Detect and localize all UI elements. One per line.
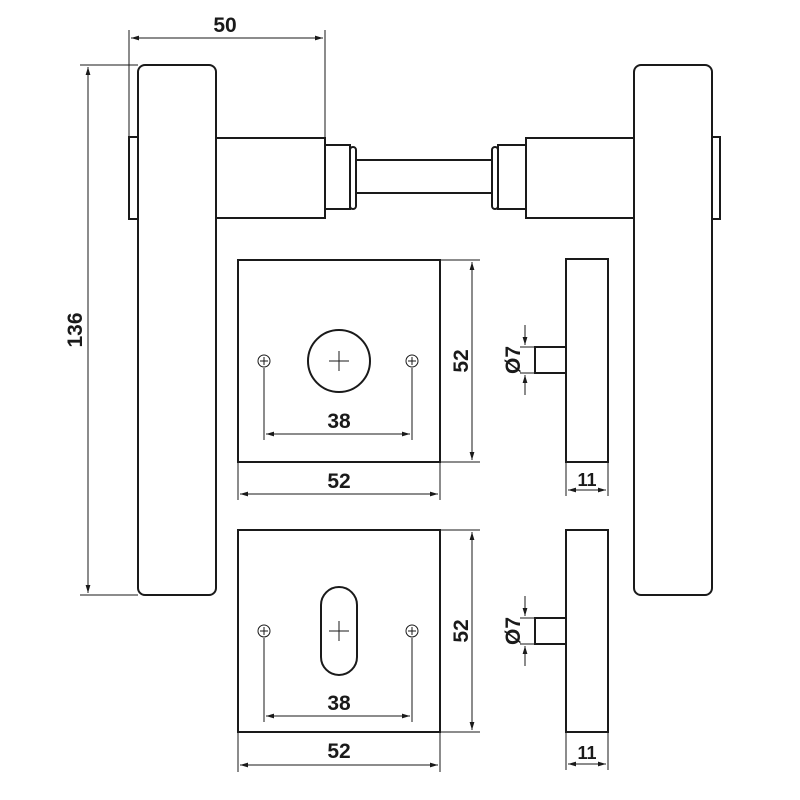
svg-text:136: 136 <box>64 312 87 347</box>
svg-text:11: 11 <box>577 470 596 490</box>
rose-bottom-front: 38 52 52 <box>237 529 480 772</box>
svg-text:52: 52 <box>327 470 350 493</box>
left-handle <box>128 64 357 596</box>
svg-text:38: 38 <box>327 692 351 715</box>
svg-text:52: 52 <box>327 740 350 763</box>
spindle <box>355 159 493 194</box>
svg-text:50: 50 <box>213 14 236 37</box>
rose-top-front: 38 52 52 <box>237 259 480 500</box>
svg-text:11: 11 <box>577 743 596 763</box>
svg-text:52: 52 <box>450 619 473 642</box>
svg-text:Ø7: Ø7 <box>502 346 525 374</box>
right-handle <box>491 64 721 596</box>
svg-text:Ø7: Ø7 <box>502 617 525 645</box>
rose-top-side: Ø7 11 <box>502 258 609 496</box>
dimension-handle-projection: 50 <box>128 14 326 138</box>
dimension-handle-length: 136 <box>64 64 138 596</box>
rose-bottom-side: Ø7 11 <box>502 529 609 770</box>
svg-text:38: 38 <box>327 410 351 433</box>
svg-text:52: 52 <box>450 349 473 372</box>
